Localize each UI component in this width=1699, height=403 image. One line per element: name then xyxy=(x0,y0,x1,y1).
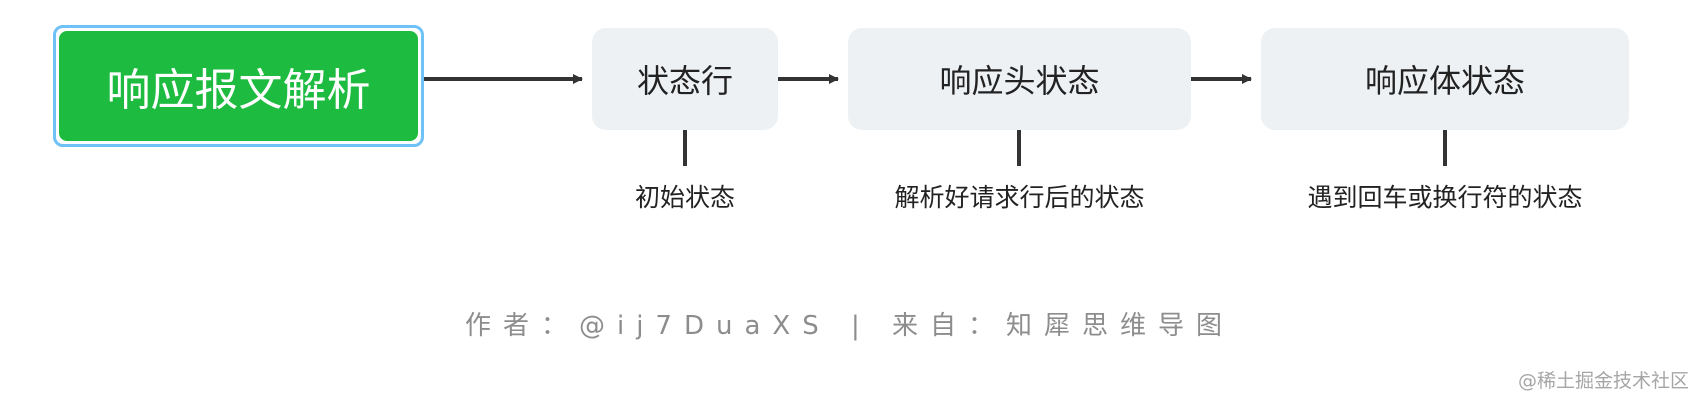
author-credit: 作者：@ij7DuaXS | 来自：知犀思维导图 xyxy=(464,311,1235,341)
watermark: @稀土掘金技术社区 xyxy=(1517,370,1689,392)
desc-body-state: 遇到回车或换行符的状态 xyxy=(1307,183,1583,212)
node-status-line[interactable]: 状态行 xyxy=(592,28,778,130)
desc-header-state: 解析好请求行后的状态 xyxy=(894,183,1145,212)
node-header-state[interactable]: 响应头状态 xyxy=(848,28,1191,130)
desc-status-line: 初始状态 xyxy=(634,183,735,212)
root-node[interactable]: 响应报文解析 xyxy=(53,25,424,147)
node-body-state[interactable]: 响应体状态 xyxy=(1261,28,1629,130)
root-node-label: 响应报文解析 xyxy=(59,31,418,141)
